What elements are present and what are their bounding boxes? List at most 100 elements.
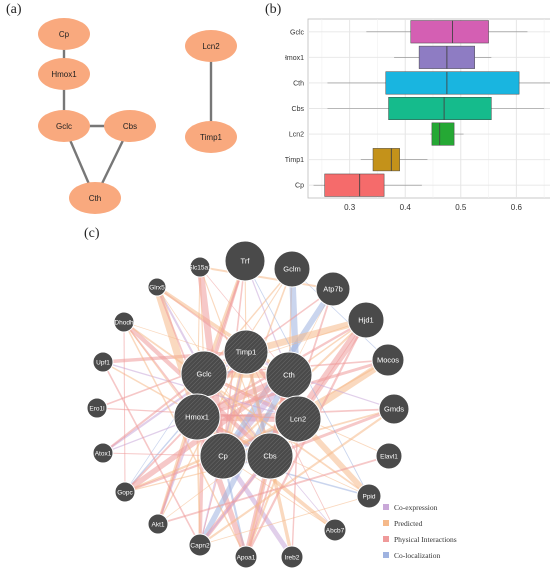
node-gclm: Gclm [273, 250, 311, 288]
node-ppid: Ppid [356, 483, 382, 509]
x-tick-label: 0.5 [455, 203, 467, 212]
node-label: Atp7b [323, 285, 343, 294]
node-label: Mocos [377, 356, 399, 365]
node-trf: Trf [224, 240, 266, 282]
node-label: Gopc [117, 490, 133, 497]
legend-item-co-localization: Co-localization [383, 551, 440, 560]
y-tick-label: Cbs [292, 106, 305, 113]
legend-label: Predicted [394, 519, 423, 528]
node-cbs: Cbs [246, 432, 294, 480]
node-label: Timp1 [236, 348, 257, 357]
node-label: Apoa1 [237, 555, 256, 562]
node-timp1: Timp1 [185, 121, 237, 153]
node-label: Abcb7 [326, 528, 345, 535]
network-edge [199, 495, 370, 546]
node-cbs: Cbs [104, 110, 156, 142]
box-lcn2 [430, 122, 464, 146]
node-label: Hmox1 [51, 70, 77, 79]
node-label: Cp [59, 30, 70, 39]
network-edge [157, 455, 390, 525]
node-upf1: Upf1 [92, 351, 114, 373]
box-gclc [366, 20, 528, 44]
box-hmox1 [394, 45, 492, 69]
node-gclc: Gclc [180, 350, 228, 398]
legend-item-predicted: Predicted [383, 519, 423, 528]
node-label: Upf1 [96, 360, 110, 367]
node-atox1: Atox1 [92, 442, 114, 464]
node-label: Slc15a1 [188, 265, 212, 272]
network-edge [199, 408, 395, 546]
node-atp7b: Atp7b [315, 271, 351, 307]
panel-b-label: (b) [265, 2, 282, 17]
node-gopc: Gopc [114, 481, 136, 503]
node-label: Gmds [384, 405, 404, 414]
node-glrx5: Glrx5 [147, 277, 167, 297]
node-label: Akt1 [151, 522, 164, 529]
node-ireb2: Ireb2 [280, 545, 304, 569]
node-label: Dhodh [114, 320, 134, 327]
node-ero1l: Ero1l [86, 397, 108, 419]
box-cbs [327, 96, 545, 121]
node-akt1: Akt1 [147, 513, 169, 535]
legend-item-physical-interactions: Physical Interactions [383, 535, 457, 544]
node-label: Cbs [123, 122, 137, 131]
node-cp: Cp [199, 432, 247, 480]
y-tick-label: Hmox1 [285, 55, 304, 62]
node-capn2: Capn2 [188, 533, 212, 557]
legend-label: Physical Interactions [394, 535, 457, 544]
x-tick-label: 0.4 [400, 203, 412, 212]
node-label: Cbs [263, 452, 277, 461]
node-label: Gclc [56, 122, 72, 131]
node-label: Atox1 [95, 451, 112, 458]
network-edge [102, 361, 201, 546]
node-hmox1: Hmox1 [173, 393, 221, 441]
node-label: Hjd1 [358, 316, 373, 325]
node-label: Ero1l [89, 406, 105, 413]
legend-label: Co-localization [394, 551, 440, 560]
node-hmox1: Hmox1 [38, 58, 90, 90]
node-label: Cp [218, 452, 228, 461]
panel-c-label: (c) [84, 226, 100, 241]
node-elavl1: Elavl1 [375, 442, 403, 470]
y-tick-label: Cth [293, 80, 304, 87]
panel-a-label: (a) [6, 2, 22, 17]
box-cp [313, 173, 422, 197]
legend-label: Co-expression [394, 503, 438, 512]
box-timp1 [360, 148, 428, 172]
node-slc15a1: Slc15a1 [188, 256, 212, 278]
y-tick-label: Lcn2 [289, 132, 304, 139]
node-label: Timp1 [200, 133, 222, 142]
node-label: Elavl1 [380, 454, 398, 461]
node-label: Trf [241, 257, 251, 266]
node-hjd1: Hjd1 [347, 301, 385, 339]
x-tick-label: 0.3 [344, 203, 356, 212]
node-label: Gclm [283, 265, 301, 274]
node-lcn2: Lcn2 [185, 30, 237, 62]
node-cth: Cth [69, 182, 121, 214]
node-label: Glrx5 [149, 285, 165, 292]
network-edge [123, 321, 370, 497]
node-label: Gclc [197, 370, 212, 379]
node-label: Capn2 [190, 543, 210, 550]
y-tick-label: Timp1 [285, 157, 304, 164]
node-label: Hmox1 [185, 413, 209, 422]
node-label: Lcn2 [290, 415, 306, 424]
node-lcn2: Lcn2 [274, 395, 322, 443]
node-apoa1: Apoa1 [234, 545, 258, 569]
network-edge [199, 266, 334, 290]
y-tick-label: Cp [295, 183, 304, 190]
panel-b-boxplot: GclcHmox1CthCbsLcn2Timp1Cp 0.30.40.50.6 [285, 18, 550, 212]
node-abcb7: Abcb7 [323, 518, 347, 542]
network-edge [124, 455, 271, 493]
node-label: Cth [283, 371, 295, 380]
node-timp1: Timp1 [223, 329, 269, 375]
network-edge [123, 321, 126, 493]
node-cth: Cth [265, 351, 313, 399]
legend-item-co-expression: Co-expression [383, 503, 438, 512]
panel-c-network: TrfGclmAtp7bHjd1MocosGmdsElavl1PpidAbcb7… [86, 240, 457, 569]
node-dhodh: Dhodh [113, 311, 135, 333]
node-label: Ppid [362, 494, 375, 501]
node-mocos: Mocos [371, 343, 405, 377]
node-label: Ireb2 [285, 555, 300, 562]
